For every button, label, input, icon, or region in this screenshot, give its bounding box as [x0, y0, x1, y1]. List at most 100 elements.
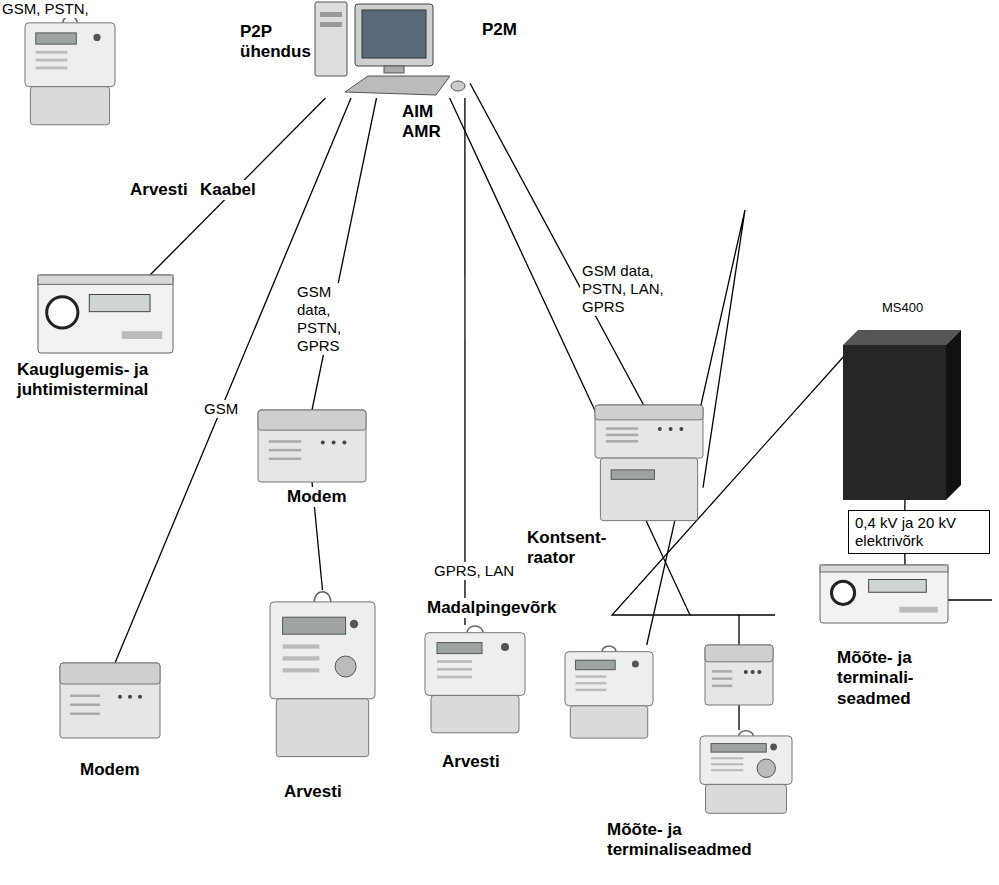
meter-print [36, 59, 68, 62]
modem-print [70, 713, 100, 716]
pc-mouse [451, 81, 465, 91]
ms400-picture [843, 330, 961, 500]
modem-picture [60, 663, 160, 738]
modem-top [595, 405, 703, 420]
meter-print [36, 51, 68, 54]
bus-wire [738, 705, 739, 730]
meter-button [501, 643, 509, 651]
device-caption: Arvesti [128, 180, 190, 200]
modem-print [712, 685, 732, 688]
meter-body [700, 736, 792, 784]
link-label: GSM data, PSTN, LAN, GPRS [580, 262, 669, 316]
device-node: Kontsent- raator [595, 405, 703, 523]
meter-picture [25, 15, 115, 127]
pc-keyboard [345, 76, 450, 95]
modem-picture [258, 410, 366, 482]
meter-body [270, 602, 375, 699]
meter-button [632, 660, 639, 667]
link-label: GPRS, LAN [432, 562, 516, 580]
meter-display [711, 744, 766, 753]
modem-led [751, 670, 755, 674]
device-caption: Arvesti [282, 782, 344, 802]
device-node: MS400 [843, 330, 961, 500]
device-node: Arvesti [270, 590, 375, 760]
link-label: Kaabel [198, 180, 258, 200]
connector-line [450, 98, 868, 615]
modem-led [321, 440, 325, 444]
meter-print [437, 676, 472, 679]
meter-display [437, 643, 482, 654]
meter-print [576, 675, 607, 677]
meter-display [283, 617, 346, 634]
terminal-cover [706, 784, 787, 813]
meter-print [711, 769, 743, 771]
computer-picture [300, 0, 470, 98]
meter-dial [335, 656, 356, 677]
device-node: Arvesti [25, 15, 115, 127]
modem-top [258, 410, 366, 430]
meter-print [437, 668, 472, 671]
pc-tower [315, 2, 347, 76]
meter-print [283, 656, 320, 660]
terminal-cover [570, 706, 647, 738]
modem-top [60, 663, 160, 684]
meter-print [576, 682, 607, 684]
meter-print [283, 644, 320, 648]
device-caption: Mõõte- ja terminaliseadmed [605, 820, 779, 861]
modem-body [705, 645, 773, 705]
device-caption: Modem [285, 487, 349, 507]
meter-button [350, 620, 358, 628]
device-node: Modem [258, 410, 366, 482]
meter-print [283, 668, 320, 672]
modem-led [679, 427, 683, 431]
meter-button [770, 744, 777, 751]
modem-led [138, 695, 142, 699]
device-caption: AIM AMR [400, 102, 443, 143]
group-picture [565, 645, 792, 815]
connector-line [464, 98, 465, 625]
conc-picture [595, 405, 703, 523]
diagram-label: P2P ühendus [238, 22, 313, 63]
pc-screen [362, 10, 426, 58]
meter-print [711, 757, 743, 759]
modem-print [606, 434, 638, 437]
terminal-cover [276, 699, 368, 757]
terminal-dial [831, 581, 854, 604]
connector-line [470, 83, 644, 405]
terminal-top [38, 275, 173, 284]
meter-print [711, 763, 743, 765]
meter2-picture [270, 590, 375, 760]
device-node: Mõõte- ja terminali- seadmed [820, 565, 948, 623]
terminal-display [89, 295, 150, 312]
device-caption: Modem [78, 760, 142, 780]
meter-print [576, 689, 607, 691]
modem-print [606, 440, 638, 443]
modem-led [744, 670, 748, 674]
pc-monitor [355, 4, 433, 66]
meter-display [576, 660, 616, 670]
device-node: Kauglugemis- ja juhtimisterminal [38, 275, 173, 353]
meter-dial [757, 759, 775, 777]
modem-body [595, 405, 703, 458]
device-node: Modem [60, 663, 160, 738]
modem-print [606, 427, 638, 430]
cabinet-front [843, 345, 946, 500]
device-caption: Kontsent- raator [525, 528, 608, 569]
meter-hook [602, 646, 616, 652]
pc-drive [320, 22, 342, 27]
device-node: Arvesti [425, 625, 525, 735]
meter-body [425, 633, 525, 696]
meter-print [437, 660, 472, 663]
modem-led [332, 440, 336, 444]
modem-led [128, 695, 132, 699]
device-caption: MS400 [880, 300, 925, 316]
meter-hook [739, 731, 754, 736]
terminal-print [122, 331, 163, 339]
modem-print [712, 670, 732, 673]
meter-button [93, 34, 100, 41]
box-text: 0,4 kV ja 20 kV elektrivõrk [855, 514, 983, 550]
meter-hook [467, 626, 483, 633]
terminal-cover [30, 87, 109, 125]
terminal-body [38, 275, 173, 353]
